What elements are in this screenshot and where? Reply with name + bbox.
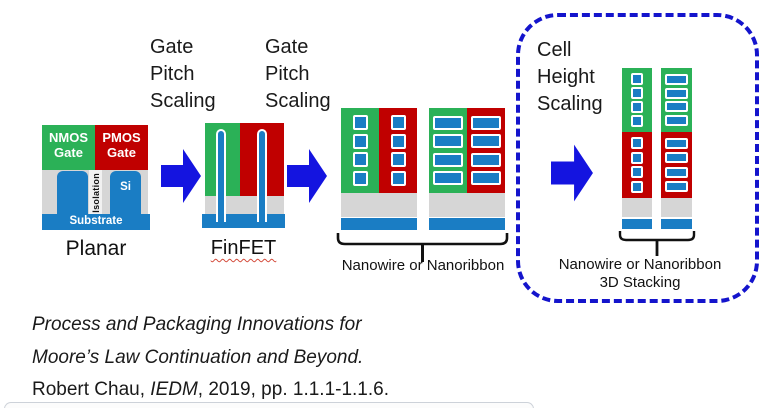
nmos-region [341, 108, 379, 193]
nmos-gate-block: NMOS Gate [42, 125, 95, 170]
nanoribbon-channel [665, 101, 688, 113]
nanowire-channel [352, 152, 368, 168]
silicon-pillar-right [110, 171, 141, 216]
nanoribbon-channel [471, 171, 501, 186]
nanowire-channel [390, 133, 406, 149]
nanowire-channel [352, 133, 368, 149]
nanoribbon-channel [665, 138, 688, 150]
nanoribbon-channel [665, 166, 688, 178]
finfet-stage-label: FinFET [210, 237, 277, 259]
isolation-label: Isolation [90, 173, 101, 213]
gate-pitch-scaling-label-1: Gate Pitch Scaling [150, 36, 216, 112]
nanowire-channel [390, 152, 406, 168]
journal-name: IEDM [150, 379, 198, 400]
nanowire-channel [631, 73, 643, 85]
nanoribbon-channel [471, 152, 501, 167]
cell-height-scaling-label: Cell Height Scaling [537, 39, 603, 115]
flow-arrow-icon [161, 149, 201, 203]
nanowire-device [341, 108, 417, 230]
nanoribbon-channel [665, 180, 688, 192]
nanowire-channel [631, 151, 643, 164]
planar-stage-label: Planar [65, 237, 127, 260]
flow-arrow-icon [287, 149, 327, 203]
nanowire-group-label: Nanowire or Nanoribbon [341, 257, 505, 274]
si-label: Si [120, 181, 131, 193]
isolation-region: Isolation [89, 170, 102, 216]
stacked-group-label-line1: Nanowire or Nanoribbon [558, 256, 722, 273]
pmos-region [661, 132, 692, 198]
stacked-group-label-line2: 3D Stacking [599, 274, 681, 291]
nanoribbon-channel [433, 115, 463, 130]
oxide-strip [661, 198, 692, 217]
nanoribbon-channel [665, 115, 688, 127]
fin [257, 129, 267, 222]
gate-pitch-scaling-label-2: Gate Pitch Scaling [265, 36, 331, 112]
brace [618, 231, 696, 256]
substrate-bar: Substrate [42, 214, 150, 230]
nmos-region [622, 68, 652, 132]
nanoribbon-channel [433, 171, 463, 186]
nanoribbon-channel [471, 134, 501, 149]
pmos-region [467, 108, 505, 193]
silicon-pillar-left [57, 171, 88, 216]
flow-arrow-icon [551, 144, 593, 202]
nanoribbon-channel [433, 134, 463, 149]
stacked-nanoribbon-device [661, 68, 692, 229]
pmos-gate-label: PMOS Gate [102, 130, 141, 160]
oxide-strip [622, 198, 652, 217]
nanowire-channel [631, 137, 643, 150]
citation-line-1: Process and Packaging Innovations for [32, 314, 362, 335]
nanoribbon-channel [433, 152, 463, 167]
nanowire-channel [631, 101, 643, 113]
citation-line-3: Robert Chau, IEDM, 2019, pp. 1.1.1-1.1.6… [32, 379, 389, 400]
pmos-gate-block: PMOS Gate [95, 125, 148, 170]
substrate-bar [341, 218, 417, 230]
brace [336, 233, 509, 262]
cutoff-box-edge [4, 402, 534, 408]
nanowire-channel [352, 114, 368, 130]
nmos-region [429, 108, 467, 193]
citation-line-2: Moore’s Law Continuation and Beyond. [32, 347, 364, 368]
pmos-region [622, 132, 652, 198]
fin [216, 129, 226, 222]
nanowire-channel [390, 114, 406, 130]
oxide-strip [429, 193, 505, 217]
substrate-bar [661, 219, 692, 229]
nmos-region [661, 68, 692, 132]
stacked-nanowire-device [622, 68, 652, 229]
substrate-bar [429, 218, 505, 230]
finfet-device [202, 123, 285, 228]
nanowire-channel [631, 180, 643, 193]
substrate-bar [622, 219, 652, 229]
pmos-region [379, 108, 417, 193]
nanoribbon-channel [665, 152, 688, 164]
nanowire-channel [631, 115, 643, 127]
substrate-bar [202, 214, 285, 228]
substrate-label: Substrate [69, 215, 123, 227]
oxide-strip [341, 193, 417, 217]
nanowire-channel [631, 87, 643, 99]
nanowire-channel [631, 166, 643, 179]
dashed-highlight-box [516, 13, 759, 303]
nanoribbon-channel [665, 87, 688, 99]
nanowire-channel [352, 171, 368, 187]
nanoribbon-device [429, 108, 505, 230]
planar-device: NMOS Gate PMOS Gate Si Isolation Substra… [42, 125, 150, 230]
nmos-gate-label: NMOS Gate [49, 130, 88, 160]
nanowire-channel [390, 171, 406, 187]
nanoribbon-channel [471, 115, 501, 130]
nanoribbon-channel [665, 73, 688, 85]
